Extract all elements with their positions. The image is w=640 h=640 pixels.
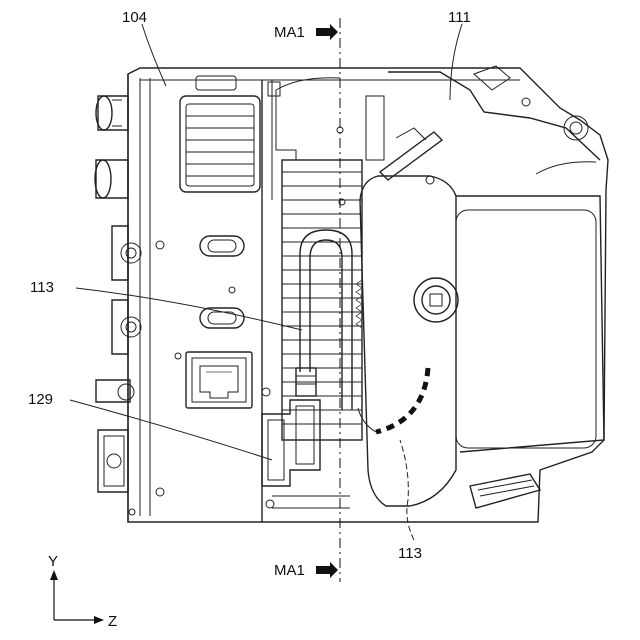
grip-111	[356, 66, 604, 508]
axis-y-label: Y	[48, 553, 58, 570]
heat-sink	[276, 78, 362, 440]
vent-grille	[180, 76, 280, 192]
ethernet-port	[175, 352, 270, 408]
cable-113-loop	[296, 230, 352, 410]
label-129: 129	[28, 391, 53, 408]
leader-lines	[70, 24, 462, 540]
label-111: 111	[448, 9, 471, 26]
label-ma1-bottom: MA1	[274, 562, 305, 579]
axis-z-label: Z	[108, 613, 117, 630]
label-104: 104	[122, 9, 147, 26]
label-ma1-top: MA1	[274, 24, 305, 41]
left-connectors	[95, 96, 164, 515]
axis-indicator: Y Z	[48, 553, 117, 630]
section-line-ma1	[316, 18, 340, 582]
cable-113-internal-path	[358, 368, 428, 432]
label-113-upper: 113	[30, 279, 54, 296]
bracket-129	[262, 400, 350, 508]
slide-switches	[200, 236, 244, 328]
label-113-lower: 113	[398, 545, 422, 562]
